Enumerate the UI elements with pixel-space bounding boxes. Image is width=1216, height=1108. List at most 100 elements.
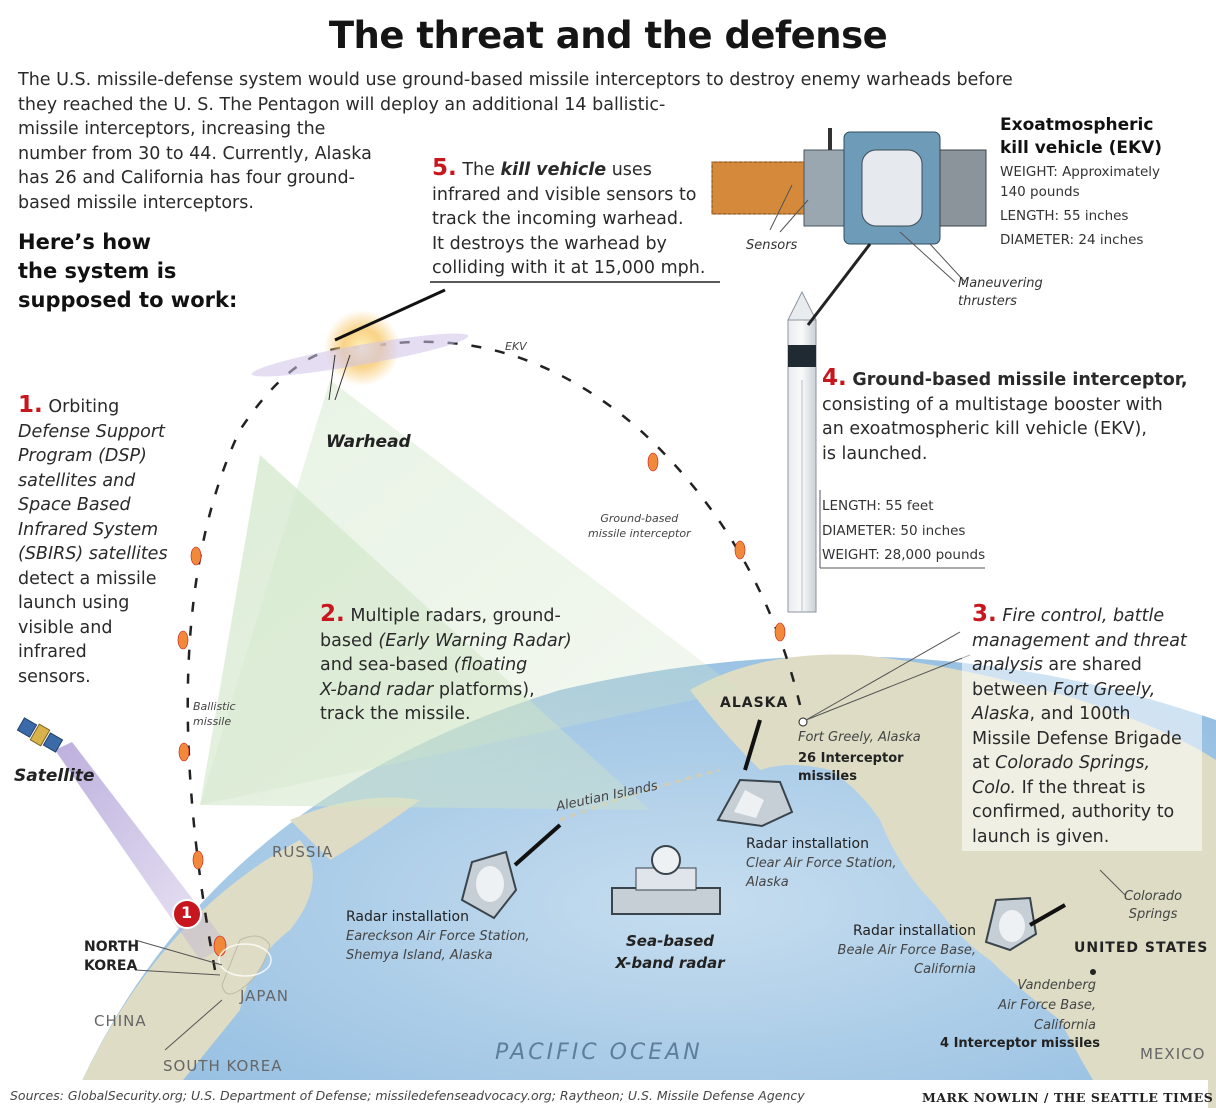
radar-line: Alaska: [746, 875, 789, 890]
gbi-label-line: missile interceptor: [588, 527, 691, 540]
vandenberg-line: Air Force Base,: [998, 998, 1096, 1013]
step-2-text: and sea-based: [320, 655, 454, 675]
radar-title: Radar installation: [346, 909, 469, 925]
sensors-label: Sensors: [746, 238, 798, 253]
step-1-text: detect a missile: [18, 568, 157, 589]
north-korea-line: KOREA: [84, 958, 138, 974]
vandenberg-line: Vandenberg: [1017, 978, 1096, 993]
spec-line: WEIGHT: 28,000 pounds: [822, 547, 986, 563]
fort-greely-label: Fort Greely, Alaska: [798, 730, 921, 745]
howto-line: the system is: [18, 259, 177, 283]
ekv-title: Exoatmospheric kill vehicle (EKV): [1000, 114, 1162, 160]
step-5-number: 5.: [432, 155, 457, 181]
step-3-text: Alaska: [972, 704, 1030, 724]
sbx-line: Sea-based: [625, 932, 715, 950]
interceptors-4-label: 4 Interceptor missiles: [940, 1036, 1100, 1051]
step-3-text: , and 100th: [1029, 704, 1131, 724]
step-4-text: an exoatmospheric kill vehicle (EKV),: [822, 419, 1147, 439]
step-1-text: visible and: [18, 617, 113, 638]
intro-line: missile interceptors, increasing the: [18, 119, 326, 139]
thrusters-label-line: Maneuvering: [958, 276, 1043, 291]
intro-text: The U.S. missile-defense system would us…: [18, 68, 1078, 215]
step-5-text: infrared and visible sensors to: [432, 184, 697, 205]
step-3-text: confirmed, authority to: [972, 802, 1175, 822]
satellite-label: Satellite: [14, 766, 95, 786]
ekv-small-label: EKV: [505, 340, 527, 353]
pacific-label: PACIFIC OCEAN: [495, 1040, 703, 1065]
colorado-label: Colorado Springs: [1124, 888, 1182, 924]
step-2-text: (Early Warning Radar): [378, 630, 572, 651]
credit-line: MARK NOWLIN / THE SEATTLE TIMES: [922, 1090, 1214, 1105]
spec-line: LENGTH: 55 feet: [822, 498, 934, 514]
intro-line: number from 30 to 44. Currently, Alaska: [18, 143, 372, 164]
south-korea-label: SOUTH KOREA: [163, 1057, 283, 1075]
radar-shemya-icon: [460, 850, 518, 920]
howto-heading: Here’s how the system is supposed to wor…: [18, 228, 237, 315]
step-2-text: based: [320, 630, 379, 651]
north-korea-label: NORTH KOREA: [84, 938, 139, 976]
sbx-icon: [611, 845, 721, 915]
radar-line: Beale Air Force Base,: [837, 943, 976, 958]
sbx-line: X-band radar: [615, 954, 725, 972]
interceptors-26-line: missiles: [798, 769, 857, 784]
step-3-text: launch is given.: [972, 826, 1110, 847]
howto-line: supposed to work:: [18, 288, 238, 312]
colorado-line: Springs: [1128, 907, 1178, 922]
radar-line: Shemya Island, Alaska: [346, 948, 493, 963]
step-1-text: (SBIRS) satellites: [18, 544, 168, 564]
interceptors-26-label: 26 Interceptor missiles: [798, 750, 904, 786]
sbx-label: Sea-based X-band radar: [612, 930, 728, 974]
step-2-text: track the missile.: [320, 704, 471, 724]
interceptor-trajectory: [379, 340, 802, 706]
step-3-text: Fort Greely,: [1053, 679, 1156, 700]
step-5-text: It destroys the warhead by: [432, 233, 667, 254]
step-1-text: launch using: [18, 593, 130, 613]
step-3-text: are shared: [1042, 655, 1142, 675]
step-1-number: 1.: [18, 392, 43, 418]
step-1-text: Orbiting: [48, 397, 120, 417]
intro-line: they reached the U. S. The Pentagon will…: [18, 94, 666, 115]
step-3-text: If the threat is: [1016, 777, 1146, 798]
usa-label: UNITED STATES: [1074, 940, 1209, 956]
gbi-label-line: Ground-based: [600, 512, 679, 525]
japan-land: [221, 935, 271, 995]
ekv-specs: WEIGHT: Approximately 140 pounds LENGTH:…: [1000, 162, 1160, 250]
step-4-text: is launched.: [822, 443, 928, 464]
radar-line: Eareckson Air Force Station,: [346, 929, 530, 944]
ekv-illustration: [711, 128, 987, 245]
step-2-text: platforms),: [433, 679, 535, 700]
step-5: 5. The kill vehicle uses infrared and vi…: [432, 156, 732, 281]
step-2: 2. Multiple radars, ground- based (Early…: [320, 602, 610, 727]
step-1-text: infrared: [18, 642, 87, 662]
sources-line: Sources: GlobalSecurity.org; U.S. Depart…: [10, 1088, 805, 1103]
step-2-text: (floating: [453, 655, 528, 675]
step-5-text: uses: [606, 160, 652, 180]
intro-line: has 26 and California has four ground-: [18, 168, 355, 188]
step-4-number: 4.: [822, 365, 847, 391]
radar-title: Radar installation: [853, 923, 976, 939]
asia-land: [70, 840, 313, 1108]
ekv-title-line: Exoatmospheric: [1000, 115, 1154, 135]
step-3-text: Fire control, battle: [1002, 606, 1165, 626]
radar-clear-label: Radar installation Clear Air Force Stati…: [746, 835, 897, 892]
step-3-text: Colorado Springs,: [995, 753, 1151, 773]
step-1-text: Defense Support: [18, 421, 165, 442]
step-4-text: Ground-based missile interceptor,: [852, 370, 1188, 390]
ekv-title-line: kill vehicle (EKV): [1000, 138, 1163, 158]
spec-line: DIAMETER: 50 inches: [822, 522, 966, 539]
step-5-text: The: [462, 160, 501, 180]
ballistic-label: Ballistic missile: [193, 699, 236, 729]
interceptors-26-line: 26 Interceptor: [798, 751, 904, 766]
marker-1-circle: [172, 899, 202, 929]
radar-line: Clear Air Force Station,: [746, 856, 897, 871]
interceptor-specs: LENGTH: 55 feet DIAMETER: 50 inches WEIG…: [822, 494, 985, 568]
intro-line: The U.S. missile-defense system would us…: [18, 70, 1013, 90]
step-2-number: 2.: [320, 601, 345, 627]
step-1-text: Space Based: [18, 495, 131, 515]
radar-clear-icon: [716, 778, 794, 828]
thrusters-label: Maneuvering thrusters: [958, 275, 1043, 311]
warhead-label: Warhead: [326, 432, 411, 452]
ballistic-label-line: Ballistic: [193, 700, 236, 713]
step-5-text: track the incoming warhead.: [432, 209, 684, 229]
